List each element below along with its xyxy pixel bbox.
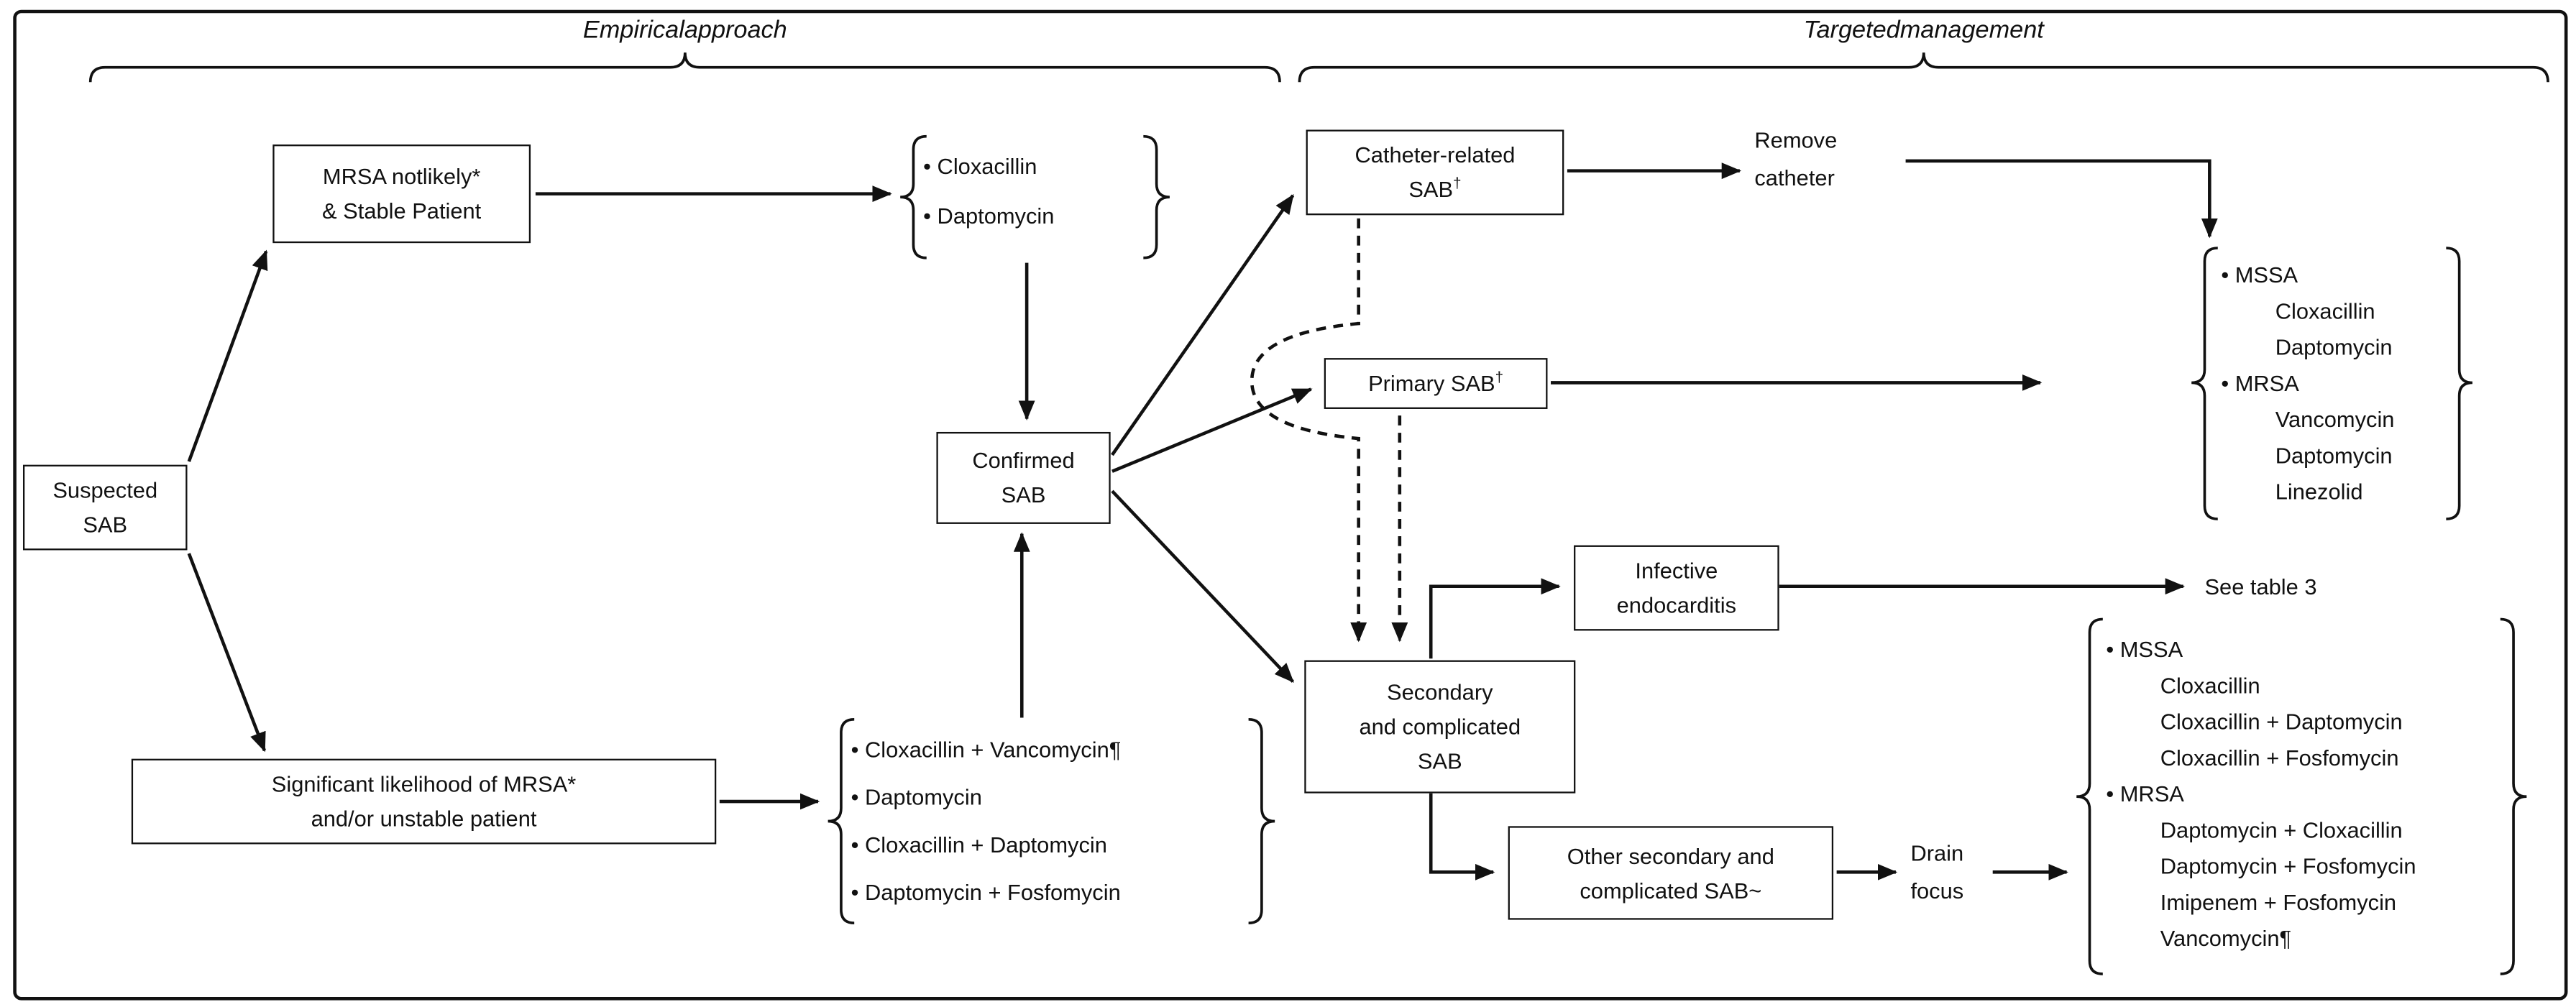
arrow-secondary-to-other: [1429, 793, 1495, 880]
box-line: SAB†: [1408, 173, 1461, 207]
label-line: Remove: [1754, 128, 1838, 153]
drain-focus-label: Drain focus: [1910, 834, 1963, 910]
dashed-arrow-catheter-to-secondary: [1250, 218, 1367, 643]
confirmed-sab-box: Confirmed SAB: [936, 431, 1111, 524]
arrow-suspected-to-mrsa: [187, 249, 268, 462]
list-item: Cloxacillin: [2275, 298, 2375, 323]
infective-endocarditis-box: Infective endocarditis: [1574, 545, 1779, 631]
targeted-uncomplicated-list: • MSSA Cloxacillin Daptomycin • MRSA Van…: [2221, 256, 2394, 509]
box-line: MRSA notlikely*: [322, 164, 481, 189]
list-item: Vancomycin¶: [2160, 925, 2292, 950]
arrow-confirmed-to-catheter: [1111, 194, 1295, 456]
list-item: Daptomycin: [2275, 442, 2393, 468]
brace-left-uncomplicated: [2191, 247, 2218, 520]
list-item: • Daptomycin: [851, 785, 982, 810]
box-line: Confirmed: [972, 448, 1075, 474]
brace-right-uncomplicated: [2446, 247, 2473, 520]
dashed-arrows: [1250, 218, 1408, 643]
list-item: Daptomycin + Cloxacillin: [2160, 817, 2403, 842]
box-line: Infective: [1635, 558, 1718, 584]
list-item: • MSSA: [2106, 636, 2183, 661]
list-item: • MRSA: [2106, 781, 2184, 806]
secondary-complicated-sab-box: Secondary and complicated SAB: [1304, 660, 1576, 794]
box-line: Catheter-related: [1355, 142, 1516, 168]
list-item: • MRSA: [2221, 370, 2299, 395]
list-item: Cloxacillin: [2160, 672, 2260, 697]
list-item: Imipenem + Fosfomycin: [2160, 889, 2397, 914]
dagger-mark: †: [1495, 368, 1504, 385]
solid-arrows: [187, 159, 2218, 880]
suspected-sab-box: Suspected SAB: [22, 464, 188, 551]
list-item: • Daptomycin: [923, 203, 1055, 228]
dagger-mark: †: [1453, 175, 1462, 192]
figure-border: [13, 9, 2568, 1001]
see-table-3-label: See table 3: [2204, 574, 2317, 600]
mrsa-not-likely-box: MRSA notlikely* & Stable Patient: [272, 144, 531, 244]
list-item: • MSSA: [2221, 262, 2298, 287]
arrow-confirmed-to-secondary: [1111, 489, 1294, 683]
label-line: focus: [1910, 878, 1964, 903]
list-item: Vancomycin: [2275, 406, 2395, 431]
box-line-text: Primary SAB: [1368, 371, 1495, 396]
other-secondary-sab-box: Other secondary and complicated SAB~: [1508, 826, 1834, 920]
primary-sab-box: Primary SAB†: [1324, 358, 1548, 409]
box-line: Primary SAB†: [1368, 367, 1503, 401]
targeted-management-header: Targetedmanagement: [1803, 16, 2044, 45]
box-line: and complicated: [1359, 714, 1521, 740]
empirical-unstable-list: • Cloxacillin + Vancomycin¶ • Daptomycin…: [851, 726, 1122, 916]
box-line: Suspected: [52, 477, 158, 503]
list-item: Daptomycin: [2275, 334, 2393, 359]
empirical-approach-header: Empiricalapproach: [582, 16, 787, 45]
brace-right-complicated: [2500, 617, 2527, 975]
targeted-overbrace: [1298, 52, 2549, 83]
box-line-text: SAB: [1408, 177, 1454, 203]
box-line: SAB: [1417, 748, 1462, 774]
list-item: • Cloxacillin + Vancomycin¶: [851, 737, 1122, 763]
label-line: Drain: [1910, 840, 1964, 866]
list-item: • Daptomycin + Fosfomycin: [851, 880, 1121, 906]
empirical-overbrace: [88, 52, 1281, 83]
targeted-complicated-list: • MSSA Cloxacillin Cloxacillin + Daptomy…: [2106, 630, 2416, 955]
box-line: SAB: [83, 512, 128, 538]
empirical-stable-list: • Cloxacillin • Daptomycin: [923, 142, 1054, 240]
brace-right-empirical-unstable: [1248, 718, 1275, 924]
list-item: • Cloxacillin: [923, 153, 1037, 178]
list-item: Daptomycin + Fosfomycin: [2160, 853, 2416, 878]
arrow-remove-to-uncomplicated-list: [1905, 159, 2218, 239]
significant-mrsa-box: Significant likelihood of MRSA* and/or u…: [131, 758, 717, 845]
brace-right-empirical-stable: [1143, 134, 1170, 259]
box-line: Significant likelihood of MRSA*: [271, 771, 577, 797]
section-braces: [88, 52, 2549, 83]
label-line: catheter: [1754, 165, 1835, 191]
box-line: SAB: [1001, 482, 1046, 508]
list-item: Cloxacillin + Daptomycin: [2160, 708, 2403, 734]
brace-left-complicated: [2076, 617, 2103, 975]
box-line: endocarditis: [1616, 592, 1736, 618]
arrow-secondary-to-infective: [1429, 578, 1561, 659]
brace-left-empirical-stable: [900, 134, 927, 259]
box-line: & Stable Patient: [322, 198, 482, 224]
catheter-related-sab-box: Catheter-related SAB†: [1306, 129, 1564, 216]
list-item: Linezolid: [2275, 479, 2363, 504]
box-line: and/or unstable patient: [311, 806, 537, 832]
list-item: Cloxacillin + Fosfomycin: [2160, 745, 2399, 770]
box-line: Secondary: [1387, 679, 1493, 705]
arrow-suspected-to-significant: [187, 553, 267, 753]
list-item: • Cloxacillin + Daptomycin: [851, 832, 1107, 857]
box-line: complicated SAB~: [1580, 878, 1762, 903]
arrow-confirmed-to-primary: [1111, 387, 1313, 473]
remove-catheter-label: Remove catheter: [1754, 121, 1837, 197]
box-line: Other secondary and: [1567, 843, 1774, 868]
